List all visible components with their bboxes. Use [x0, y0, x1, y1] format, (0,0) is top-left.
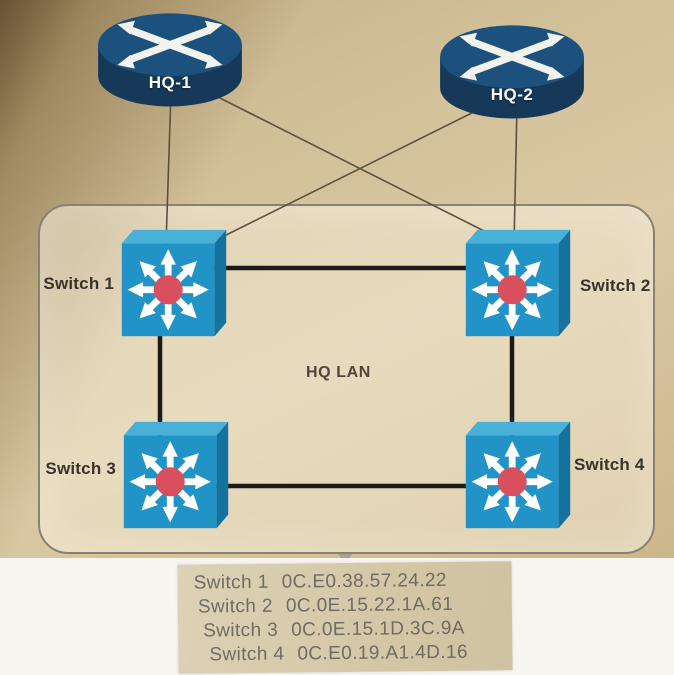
hq-lan-label: HQ LAN [306, 364, 371, 381]
router-hq1-label: HQ-1 [148, 72, 192, 92]
mac-table-row: Switch 4 0C.E0.19.A1.4D.16 [209, 640, 512, 667]
router-hq1-node: HQ-1 [86, 6, 254, 112]
mac-address: 0C.0E.15.1D.3C.9A [291, 617, 465, 641]
mac-address: 0C.E0.19.A1.4D.16 [297, 641, 469, 665]
mac-table-row: Switch 1 0C.E0.38.57.24.22 [194, 568, 512, 595]
multilayer-switch-icon [460, 418, 576, 534]
mac-address-table: Switch 1 0C.E0.38.57.24.22 Switch 2 0C.0E.… [177, 561, 513, 674]
device-name: Switch 2 [197, 595, 274, 618]
router-hq2-label: HQ-2 [490, 84, 534, 104]
router-icon [86, 6, 254, 112]
device-name: Switch 3 [203, 619, 279, 642]
switch2-label: Switch 2 [580, 276, 651, 295]
switch4-label: Switch 4 [574, 455, 645, 474]
link-hq2-switch2 [513, 103, 518, 246]
router-icon [428, 18, 596, 124]
link-hq1-switch2 [195, 85, 509, 244]
link-hq2-switch1 [209, 101, 495, 244]
switch2-node [460, 226, 576, 342]
link-hq1-switch1 [165, 91, 172, 246]
switch3-label: Switch 3 [45, 459, 116, 478]
switch1-node [116, 226, 232, 342]
device-name: Switch 4 [209, 643, 285, 666]
multilayer-switch-icon [118, 418, 234, 534]
switch3-node [118, 418, 234, 534]
router-hq2-node: HQ-2 [428, 18, 596, 124]
mac-table-row: Switch 3 0C.0E.15.1D.3C.9A [203, 616, 512, 643]
mac-table-row: Switch 2 0C.0E.15.22.1A.61 [198, 592, 512, 619]
device-name: Switch 1 [193, 571, 269, 594]
multilayer-switch-icon [116, 226, 232, 342]
mac-address: 0C.0E.15.22.1A.61 [285, 593, 454, 617]
switch4-node [460, 418, 576, 534]
switch1-label: Switch 1 [43, 274, 114, 293]
multilayer-switch-icon [460, 226, 576, 342]
mac-address: 0C.E0.38.57.24.22 [281, 569, 448, 593]
